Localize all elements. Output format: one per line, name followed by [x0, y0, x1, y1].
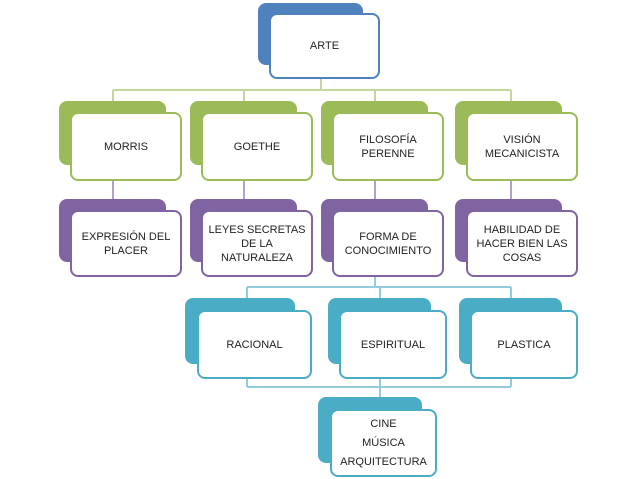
node-espiritual: ESPIRITUAL — [328, 298, 447, 379]
node-racional-label: RACIONAL — [226, 338, 283, 351]
node-leyes-secretas-label: LEYES SECRETAS DE LA NATURALEZA — [208, 223, 306, 264]
node-expresion-del-placer: EXPRESIÓN DEL PLACER — [59, 199, 182, 277]
node-goethe-label: GOETHE — [233, 140, 281, 153]
node-espiritual-label: ESPIRITUAL — [360, 338, 426, 351]
node-racional: RACIONAL — [185, 298, 312, 379]
node-filosofia-perenne-label: FILOSOFÍA PERENNE — [359, 133, 417, 160]
node-forma-de-conocimiento-label: FORMA DE CONOCIMIENTO — [344, 230, 432, 257]
node-plastica-label: PLASTICA — [497, 338, 551, 351]
node-habilidad-label: HABILIDAD DE HACER BIEN LAS COSAS — [476, 223, 568, 264]
node-arte: ARTE — [258, 3, 380, 79]
example-musica: MÚSICA — [362, 437, 405, 449]
node-morris-label: MORRIS — [104, 140, 148, 153]
node-vision-mecanicista: VISIÓN MECANICISTA — [455, 101, 578, 181]
node-expresion-del-placer-label: EXPRESIÓN DEL PLACER — [81, 230, 171, 257]
node-morris: MORRIS — [59, 101, 182, 181]
node-habilidad: HABILIDAD DE HACER BIEN LAS COSAS — [455, 199, 578, 277]
node-leyes-secretas: LEYES SECRETAS DE LA NATURALEZA — [190, 199, 313, 277]
examples-list: CINE MÚSICA ARQUITECTURA — [340, 417, 427, 469]
node-examples: CINE MÚSICA ARQUITECTURA — [318, 397, 437, 477]
connector-root-thinkers — [112, 78, 512, 103]
node-filosofia-perenne: FILOSOFÍA PERENNE — [321, 101, 444, 181]
node-vision-mecanicista-label: VISIÓN MECANICISTA — [484, 133, 560, 160]
node-forma-de-conocimiento: FORMA DE CONOCIMIENTO — [321, 199, 444, 277]
node-goethe: GOETHE — [190, 101, 313, 181]
node-plastica: PLASTICA — [459, 298, 578, 379]
node-arte-label: ARTE — [309, 40, 340, 52]
connector-thinkers-concepts — [112, 168, 512, 200]
example-cine: CINE — [370, 418, 397, 430]
example-arquitectura: ARQUITECTURA — [340, 456, 427, 468]
